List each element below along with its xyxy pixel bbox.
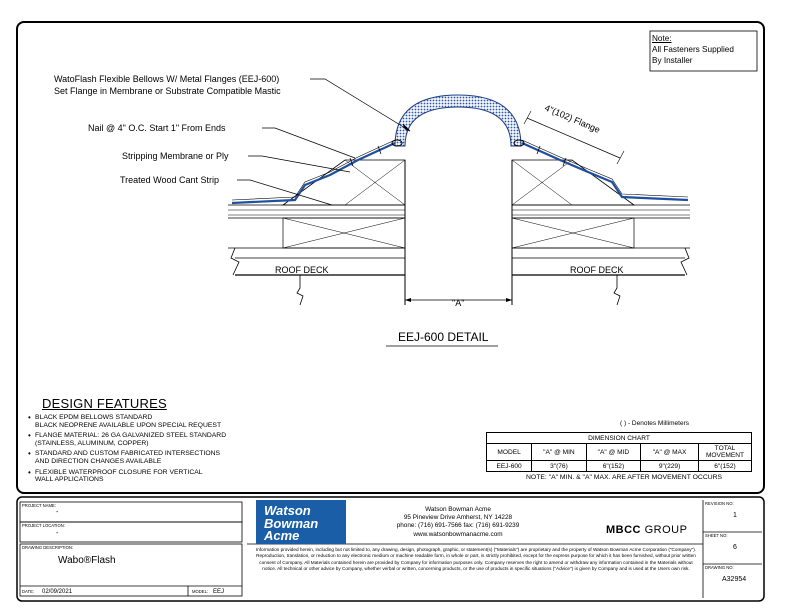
sheet-border (16, 21, 765, 494)
title-block-border (16, 496, 765, 602)
company-name: Watson Bowman Acme (425, 506, 491, 513)
callout-bellows-1: WatoFlash Flexible Bellows W/ Metal Flan… (54, 74, 279, 84)
project-location-value: - (56, 530, 59, 537)
project-name-value: - (56, 509, 59, 516)
feature-item: FLEXIBLE WATERPROOF CLOSURE FOR VERTICAL… (28, 469, 278, 484)
drawing-no-label: DRAWING NO: (705, 565, 734, 570)
project-location-label: PROJECT LOCATION: (22, 523, 65, 528)
callout-cant: Treated Wood Cant Strip (120, 175, 219, 185)
date-value: 02/09/2021 (42, 589, 73, 595)
leaders (237, 78, 411, 206)
left-roof-assembly (228, 139, 406, 306)
company-phone: phone: (716) 691-7566 fax: (716) 691-923… (396, 522, 520, 530)
label-roof-deck-right: ROOF DECK (570, 265, 624, 275)
right-roof-assembly (511, 139, 690, 306)
project-name-label: PROJECT NAME: (22, 503, 56, 508)
callout-flange: 4"(102) Flange (543, 103, 601, 135)
watson-bowman-acme-logo: Watson Bowman Acme (256, 500, 346, 544)
dimension-chart-title: DIMENSION CHART (486, 432, 752, 444)
company-web[interactable]: www.watsonbowmanacme.com (413, 530, 503, 538)
label-gap-a: "A" (452, 298, 464, 308)
revision-value: 1 (733, 512, 737, 519)
note-line-2: By Installer (652, 56, 693, 65)
feature-item: FLANGE MATERIAL: 26 GA GALVANIZED STEEL … (28, 432, 278, 447)
table-row: EEJ-600 3"(76) 6"(152) 9"(229) 6"(152) (485, 460, 752, 472)
title-block-grid (19, 500, 762, 598)
bellows (391, 94, 525, 147)
revision-label: REVISION NO: (705, 501, 734, 506)
company-info: Watson Bowman Acme 95 Pineview Drive Amh… (358, 506, 558, 539)
callout-bellows-2: Set Flange in Membrane or Substrate Comp… (54, 86, 281, 96)
dimension-chart: DIMENSION CHART MODEL "A" @ MIN "A" @ MI… (485, 432, 752, 472)
date-label: DATE: (22, 589, 34, 594)
col-header: MODEL (485, 443, 533, 461)
label-roof-deck-left: ROOF DECK (275, 265, 329, 275)
detail-title: EEJ-600 DETAIL (398, 330, 489, 344)
sheet-label: SHEET NO: (705, 533, 728, 538)
note-box (649, 30, 758, 72)
col-header: "A" @ MID (585, 443, 642, 461)
installer-note: Note: All Fasteners Supplied By Installe… (652, 33, 752, 66)
note-line-1: All Fasteners Supplied (652, 45, 734, 54)
col-header: "A" @ MAX (640, 443, 699, 461)
drawing-no-value: A32954 (722, 576, 746, 583)
note-heading: Note: (652, 34, 672, 43)
disclaimer-text: Information provided herein, including b… (255, 547, 697, 571)
gap-dimension (405, 298, 512, 302)
callout-nail: Nail @ 4" O.C. Start 1" From Ends (88, 123, 226, 133)
drawing-description-label: DRAWING DESCRIPTION: (22, 545, 73, 550)
feature-item: STANDARD AND CUSTOM FABRICATED INTERSECT… (28, 450, 278, 465)
millimeter-note: ( ) - Denotes Millimeters (620, 420, 689, 427)
col-header: TOTAL MOVEMENT (698, 443, 752, 461)
dimension-footnote: NOTE: "A" MIN. & "A" MAX. ARE AFTER MOVE… (526, 474, 723, 481)
design-features-title: DESIGN FEATURES (42, 396, 167, 411)
flange-dimension (523, 110, 625, 165)
model-label: MODEL: (192, 589, 208, 594)
mbcc-group-logo: MBCC GROUP (606, 524, 688, 536)
col-header: "A" @ MIN (531, 443, 587, 461)
company-address: 95 Pineview Drive Amherst, NY 14228 (403, 514, 513, 522)
drawing-description-value: Wabo®Flash (58, 555, 116, 566)
model-value: EEJ (213, 589, 224, 595)
callout-stripping: Stripping Membrane or Ply (122, 151, 229, 161)
sheet-value: 6 (733, 544, 737, 551)
